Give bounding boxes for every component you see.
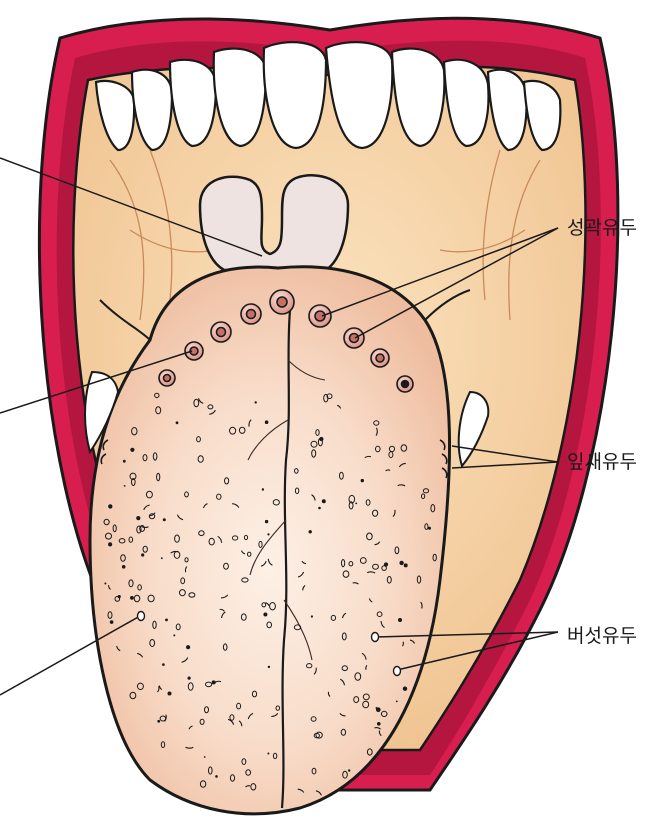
filiform-dot: [267, 533, 269, 535]
label-circumvallate-papillae: 성곽유두: [567, 219, 637, 238]
filiform-dot: [267, 753, 269, 755]
filiform-dot: [108, 542, 112, 546]
filiform-dot: [186, 645, 190, 649]
filiform-dot: [168, 692, 172, 696]
filiform-dot: [377, 722, 381, 726]
filiform-dot: [361, 479, 364, 482]
filiform-dot: [403, 687, 407, 691]
filiform-dot: [255, 401, 257, 403]
filiform-dot: [396, 701, 398, 703]
circumvallate-papilla: [344, 328, 364, 348]
filiform-dot: [262, 488, 264, 490]
filiform-dot: [104, 583, 106, 585]
filiform-dot: [136, 516, 140, 520]
filiform-dot: [123, 460, 126, 463]
filiform-dot: [141, 553, 144, 556]
filiform-dot: [265, 520, 268, 523]
filiform-dot: [322, 499, 326, 503]
filiform-dot: [108, 504, 112, 508]
filiform-dot: [376, 707, 381, 712]
filiform-dot: [162, 663, 165, 666]
circumvallate-papilla: [159, 370, 175, 386]
filiform-dot: [165, 619, 168, 622]
filiform-dot: [212, 680, 216, 684]
filiform-dot: [319, 437, 323, 441]
label-foliate-papillae: 잎새유두: [567, 453, 637, 472]
filiform-dot: [157, 720, 160, 723]
filiform-dot: [130, 448, 134, 452]
filiform-dot: [355, 503, 357, 505]
filiform-dot: [384, 562, 388, 566]
label-fungiform-papillae: 버섯유두: [567, 627, 637, 646]
circumvallate-papilla: [241, 304, 261, 324]
filiform-dot: [309, 530, 312, 533]
circumvallate-papilla: [371, 349, 389, 367]
filiform-dot: [318, 507, 321, 510]
filiform-dot: [173, 634, 175, 636]
filiform-dot: [176, 421, 179, 424]
filiform-dot: [118, 595, 121, 598]
filiform-dot: [110, 620, 114, 624]
filiform-dot: [124, 485, 126, 487]
filiform-dot: [404, 563, 408, 567]
filiform-dot: [161, 557, 163, 559]
filiform-dot: [215, 775, 218, 778]
filiform-dot: [130, 596, 134, 600]
circumvallate-papilla: [309, 305, 331, 327]
filiform-dot: [398, 618, 402, 622]
filiform-dot: [311, 615, 313, 617]
filiform-dot: [204, 756, 206, 758]
circumvallate-papilla: [185, 342, 203, 360]
filiform-dot: [265, 420, 269, 424]
filiform-dot: [348, 769, 350, 771]
filiform-dot: [399, 561, 403, 565]
filiform-dot: [163, 518, 166, 521]
filiform-dot: [268, 666, 270, 668]
circumvallate-papilla: [211, 322, 231, 342]
filiform-dot: [263, 613, 267, 617]
filiform-dot: [122, 565, 126, 569]
filiform-dot: [188, 677, 191, 680]
circumvallate-papilla: [270, 290, 294, 314]
circumvallate-papilla: [397, 376, 413, 392]
